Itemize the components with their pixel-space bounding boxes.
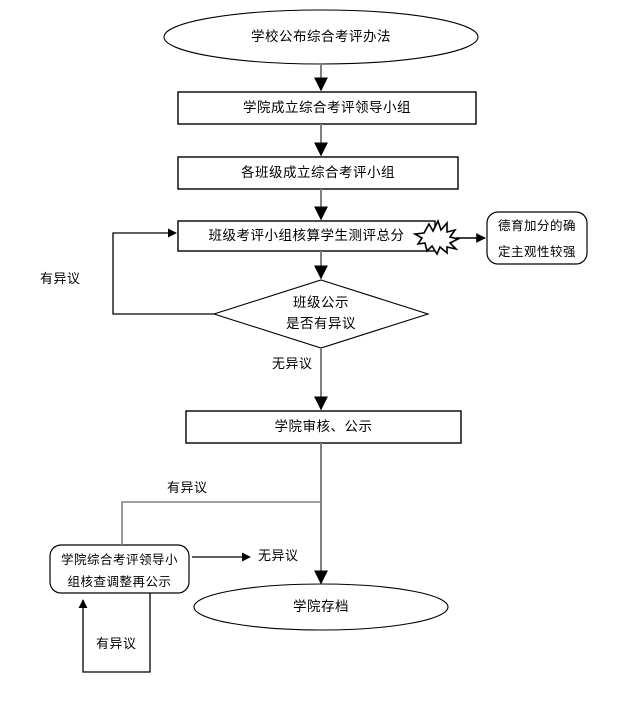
node-start-shape — [163, 9, 479, 65]
node-college-group-shape — [177, 91, 477, 125]
edge-class-objection-loop — [112, 228, 214, 315]
edge-college-objection-loop — [121, 501, 321, 545]
node-class-publicity-shape — [212, 279, 430, 349]
edge-label-recheck-objection: 有异议 — [96, 637, 137, 652]
node-end-archive-shape — [193, 583, 449, 631]
node-college-recheck-shape — [49, 544, 190, 594]
burst-icon — [412, 218, 461, 256]
node-note-moral-shape — [486, 211, 588, 265]
edge-label-college-no-objection: 无异议 — [258, 549, 299, 564]
edge-label-class-objection: 有异议 — [40, 272, 81, 287]
node-class-group-shape — [177, 156, 459, 190]
edge-recheck-objection-loop — [78, 593, 151, 673]
node-college-review-shape — [185, 410, 462, 444]
node-class-calc-shape — [177, 220, 436, 252]
edge-label-college-objection: 有异议 — [167, 481, 208, 496]
edge-label-class-no-objection: 无异议 — [272, 357, 313, 372]
